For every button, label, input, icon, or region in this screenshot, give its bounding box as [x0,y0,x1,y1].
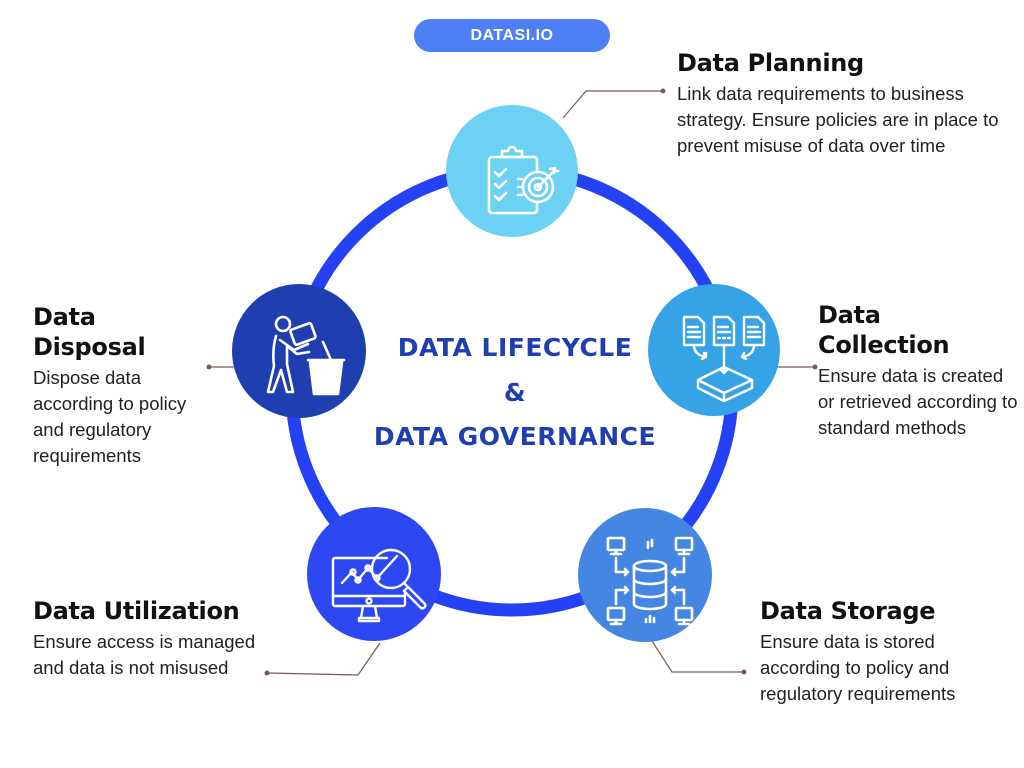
node-disposal[interactable] [232,284,366,418]
database-network-icon [606,536,694,626]
stage-disposal-description: Dispose data according to policy and reg… [33,367,187,466]
stage-utilization: Data Utilization Ensure access is manage… [33,596,273,681]
center-title-governance: DATA GOVERNANCE [373,422,657,451]
stage-utilization-description: Ensure access is managed and data is not… [33,631,256,678]
node-planning[interactable] [446,105,578,237]
stage-collection-description: Ensure data is created or retrieved acco… [818,365,1018,438]
stage-storage-description: Ensure data is stored according to polic… [760,631,956,704]
person-trash-bin-icon [266,315,346,396]
stage-disposal: Data Disposal Dispose data according to … [33,302,203,469]
documents-into-tray-icon [682,315,766,403]
stage-collection: Data Collection Ensure data is created o… [818,300,1018,441]
clipboard-target-icon [487,145,560,215]
stage-planning-title: Data Planning [677,49,864,77]
node-utilization[interactable] [307,507,441,641]
brand-badge[interactable]: DATASI.IO [414,19,610,52]
stage-storage: Data Storage Ensure data is stored accor… [760,596,1010,707]
node-collection[interactable] [648,284,780,416]
center-title-ampersand: & [503,378,527,407]
center-title-lifecycle: DATA LIFECYCLE [397,333,633,362]
connector-planning [562,88,666,119]
node-storage[interactable] [578,508,712,642]
stage-storage-title: Data Storage [760,597,936,625]
stage-planning: Data Planning Link data requirements to … [677,48,1017,159]
stage-utilization-title: Data Utilization [33,597,240,625]
stage-collection-title: Data Collection [818,301,950,359]
stage-disposal-title: Data Disposal [33,303,146,361]
monitor-analytics-magnifier-icon [331,548,427,623]
connector-storage [651,640,747,675]
connector-utilization [264,642,381,676]
stage-planning-description: Link data requirements to business strat… [677,83,999,156]
